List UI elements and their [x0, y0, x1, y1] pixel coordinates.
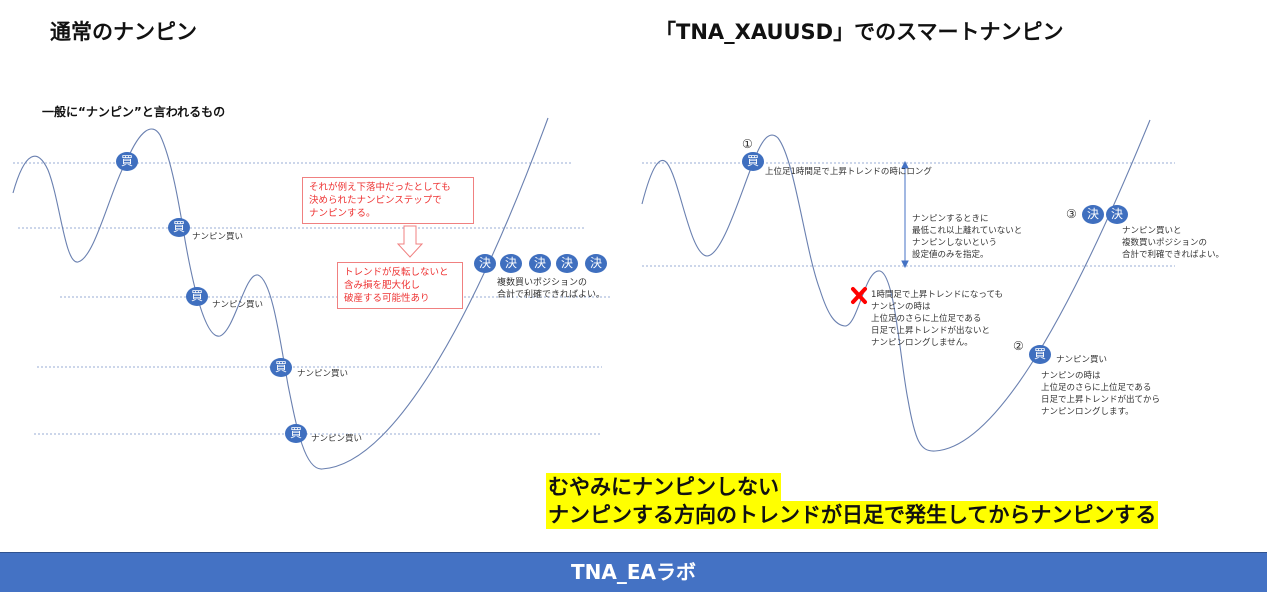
nanpin-buy-label: ナンピン買い	[297, 369, 349, 379]
highlight-line-2: ナンピンする方向のトレンドが日足で発生してからナンピンする	[546, 501, 1159, 529]
close-badge: 決	[1106, 205, 1128, 224]
left-subtitle: 一般に“ナンピン”と言われるもの	[42, 105, 226, 119]
buy-badge: 買	[168, 218, 190, 237]
left-price-curve	[12, 117, 549, 470]
step-2-number: ②	[1013, 339, 1024, 353]
close-badge: 決	[1082, 205, 1104, 224]
distance-arrow	[901, 160, 909, 269]
buy-badge: 買	[270, 358, 292, 377]
long-note: 上位足1時間足で上昇トレンドの時にロング	[765, 167, 932, 177]
buy-badge: 買	[742, 152, 764, 171]
left-title: 通常のナンピン	[50, 20, 197, 44]
down-arrow-icon	[396, 225, 424, 258]
close-badge: 決	[556, 254, 578, 273]
close-badge: 決	[474, 254, 496, 273]
x-mark-icon	[851, 287, 867, 304]
right-title: 「TNA_XAUUSD」でのスマートナンピン	[655, 20, 1064, 44]
red-note-box: それが例え下落中だったとしても 決められたナンピンステップで ナンピンする。	[302, 177, 474, 224]
buy-badge: 買	[1029, 345, 1051, 364]
close-badge: 決	[500, 254, 522, 273]
red-warning-box: トレンドが反転しないと 含み損を肥大化し 破産する可能性あり	[337, 262, 463, 309]
close-badge: 決	[529, 254, 551, 273]
nanpin-buy-label: ナンピン買い	[212, 300, 264, 310]
nanpin-buy-label: ナンピン買い	[311, 434, 363, 444]
close-badge: 決	[585, 254, 607, 273]
footer-banner: TNA_EAラボ	[0, 552, 1267, 592]
buy-badge: 買	[116, 152, 138, 171]
step-1-number: ①	[742, 137, 753, 151]
step-3-note: ナンピン買いと 複数買いポジションの 合計で利確できればよい。	[1122, 226, 1225, 260]
buy-badge: 買	[186, 287, 208, 306]
distance-note: ナンピンするときに 最低これ以上離れていないと ナンピンしないという 設定値のみ…	[912, 214, 1023, 260]
step-2-note: ナンピンの時は 上位足のさらに上位足である 日足で上昇トレンドが出てから ナンピ…	[1041, 371, 1161, 417]
close-note: 複数買いポジションの 合計で利確できればよい。	[497, 278, 606, 300]
buy-badge: 買	[285, 424, 307, 443]
nanpin-buy-label: ナンピン買い	[1056, 355, 1108, 365]
no-nanpin-note: 1時間足で上昇トレンドになっても ナンピンの時は 上位足のさらに上位足である 日…	[871, 290, 1004, 348]
right-price-curve	[641, 119, 1151, 452]
highlight-line-1: むやみにナンピンしない	[546, 473, 781, 501]
step-3-number: ③	[1066, 207, 1077, 221]
nanpin-buy-label: ナンピン買い	[192, 232, 244, 242]
level-lines	[13, 162, 1175, 435]
